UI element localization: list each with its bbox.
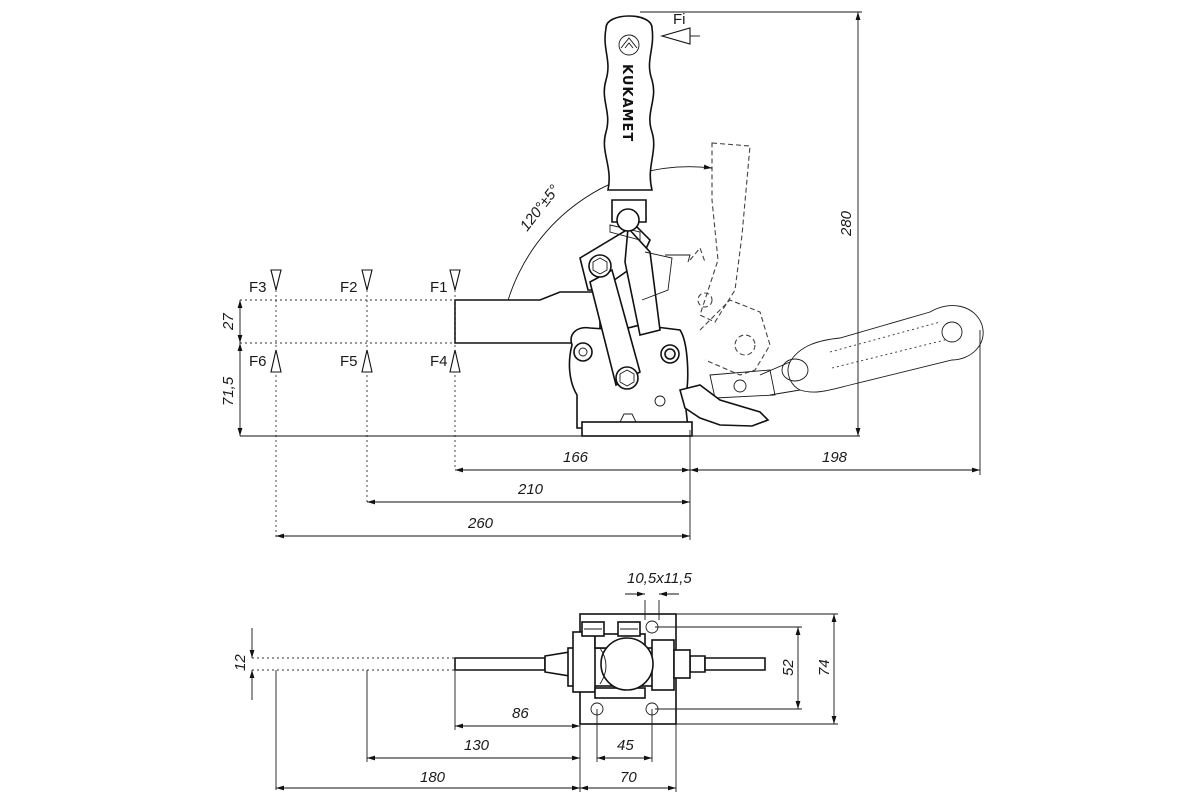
dim-top-right xyxy=(655,613,838,725)
open-position-outline xyxy=(689,142,984,399)
dim-top-bottom xyxy=(275,670,677,792)
dim-166: 166 xyxy=(563,449,589,466)
handle-brand: KUKAMET xyxy=(619,64,634,142)
dim-198: 198 xyxy=(822,449,848,466)
dim-74: 74 xyxy=(816,659,833,676)
force-markers xyxy=(270,269,461,373)
force-f5: F5 xyxy=(340,353,358,370)
dim-280: 280 xyxy=(838,210,855,237)
dim-45: 45 xyxy=(617,737,634,754)
dim-260: 260 xyxy=(467,515,494,532)
release-lever xyxy=(679,384,770,427)
angle-label: 120°±5° xyxy=(517,182,563,235)
top-mechanism xyxy=(567,621,691,699)
dim-horizontal xyxy=(276,330,981,540)
dim-210: 210 xyxy=(517,481,544,498)
force-f3: F3 xyxy=(249,279,267,296)
top-view: 10,5x11,5 52 74 12 xyxy=(232,570,838,792)
dim-71-5: 71,5 xyxy=(220,376,237,406)
force-f6: F6 xyxy=(249,353,267,370)
force-f4: F4 xyxy=(430,353,448,370)
open-handle xyxy=(709,305,984,399)
dim-27: 27 xyxy=(220,313,237,331)
dim-12: 12 xyxy=(232,654,249,671)
handle: KUKAMET xyxy=(603,15,655,232)
dim-height xyxy=(640,11,862,436)
dim-70: 70 xyxy=(620,769,637,786)
side-view: 120°±5° xyxy=(220,11,984,540)
force-reference-lines xyxy=(240,275,456,540)
dim-180: 180 xyxy=(420,769,446,786)
linkage xyxy=(579,223,691,390)
force-f2: F2 xyxy=(340,279,358,296)
force-f1: F1 xyxy=(430,279,448,296)
force-fi: Fi xyxy=(659,11,700,45)
top-arm xyxy=(252,651,766,677)
slot-callout xyxy=(625,591,679,620)
dim-86: 86 xyxy=(512,705,529,722)
dim-slot: 10,5x11,5 xyxy=(627,570,692,587)
dim-130: 130 xyxy=(464,737,490,754)
fi-label: Fi xyxy=(673,11,686,28)
dim-52: 52 xyxy=(780,659,797,676)
